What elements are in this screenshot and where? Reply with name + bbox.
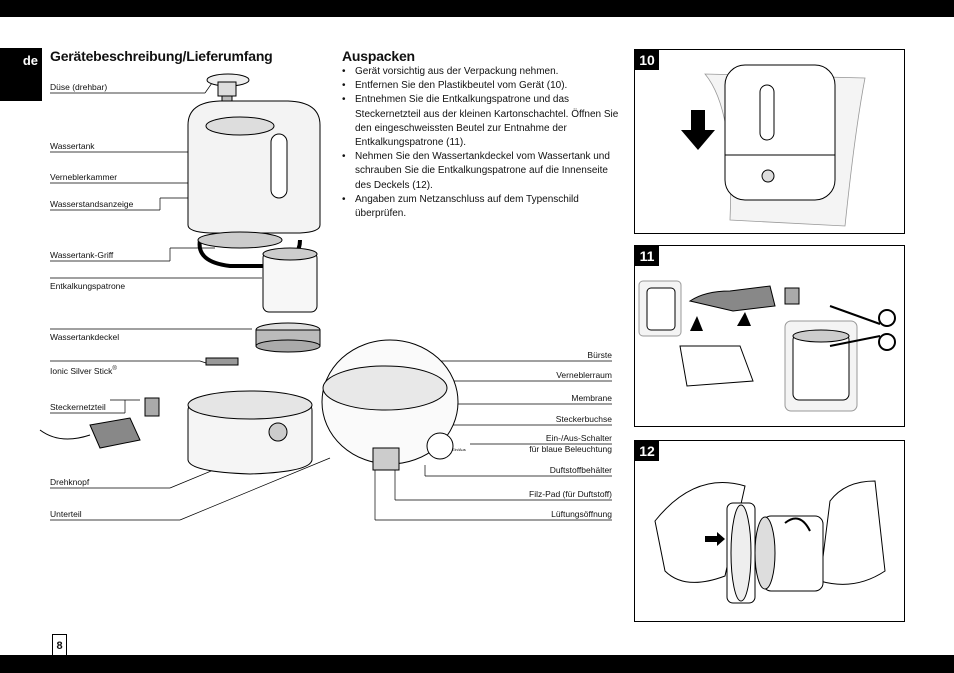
label-rotary-knob: Drehknopf <box>50 477 90 487</box>
section-title-unpacking: Auspacken <box>342 48 415 64</box>
figure-number: 10 <box>635 50 659 70</box>
list-item: Gerät vorsichtig aus der Verpackung nehm… <box>342 65 622 79</box>
section-title-description: Gerätebeschreibung/Lieferumfang <box>50 48 273 64</box>
label-water-tank: Wassertank <box>50 141 95 151</box>
label-brush: Bürste <box>587 350 612 360</box>
label-fragrance-container: Duftstoffbehälter <box>549 465 612 475</box>
page-number: 8 <box>52 634 67 655</box>
figure-12-illustration <box>654 480 886 604</box>
figure-10: 10 <box>634 49 905 234</box>
list-item: Entnehmen Sie die Entkalkungspatrone und… <box>342 93 622 150</box>
figure-11-illustration <box>638 280 896 412</box>
label-vent: Lüftungsöffnung <box>551 509 612 519</box>
list-item: Nehmen Sie den Wassertankdeckel vom Wass… <box>342 150 622 193</box>
label-membrane: Membrane <box>571 393 612 403</box>
label-felt-pad: Filz-Pad (für Duftstoff) <box>529 489 612 499</box>
unpacking-steps: Gerät vorsichtig aus der Verpackung nehm… <box>342 65 622 221</box>
label-socket: Steckerbuchse <box>555 414 612 424</box>
figure-number: 11 <box>635 246 659 266</box>
figure-10-illustration <box>681 64 866 227</box>
figure-11: 11 <box>634 245 905 427</box>
list-item: Entfernen Sie den Plastikbeutel vom Gerä… <box>342 79 622 93</box>
label-switch: Ein-/Aus-Schalter für blaue Beleuchtung <box>529 433 612 454</box>
language-tab: de <box>0 48 42 101</box>
label-base: Unterteil <box>50 509 82 519</box>
label-silver-stick: Ionic Silver Stick® <box>50 365 117 376</box>
list-item: Angaben zum Netzanschluss auf dem Typens… <box>342 193 622 221</box>
label-tank-lid: Wassertankdeckel <box>50 332 120 342</box>
switch-text: Ein/Aus <box>452 447 466 452</box>
top-bar <box>0 0 954 17</box>
figure-number: 12 <box>635 441 659 461</box>
label-tank-handle: Wassertank-Griff <box>50 250 114 260</box>
label-atomizer-chamber: Verneblerkammer <box>50 172 118 182</box>
label-nozzle: Düse (drehbar) <box>50 82 108 92</box>
label-power-adapter: Steckernetzteil <box>50 402 106 412</box>
label-atomizer-room: Verneblerraum <box>556 370 612 380</box>
label-decalcifier: Entkalkungspatrone <box>50 281 126 291</box>
label-water-level: Wasserstandsanzeige <box>50 199 134 209</box>
bottom-bar <box>0 655 954 673</box>
figure-12: 12 <box>634 440 905 622</box>
